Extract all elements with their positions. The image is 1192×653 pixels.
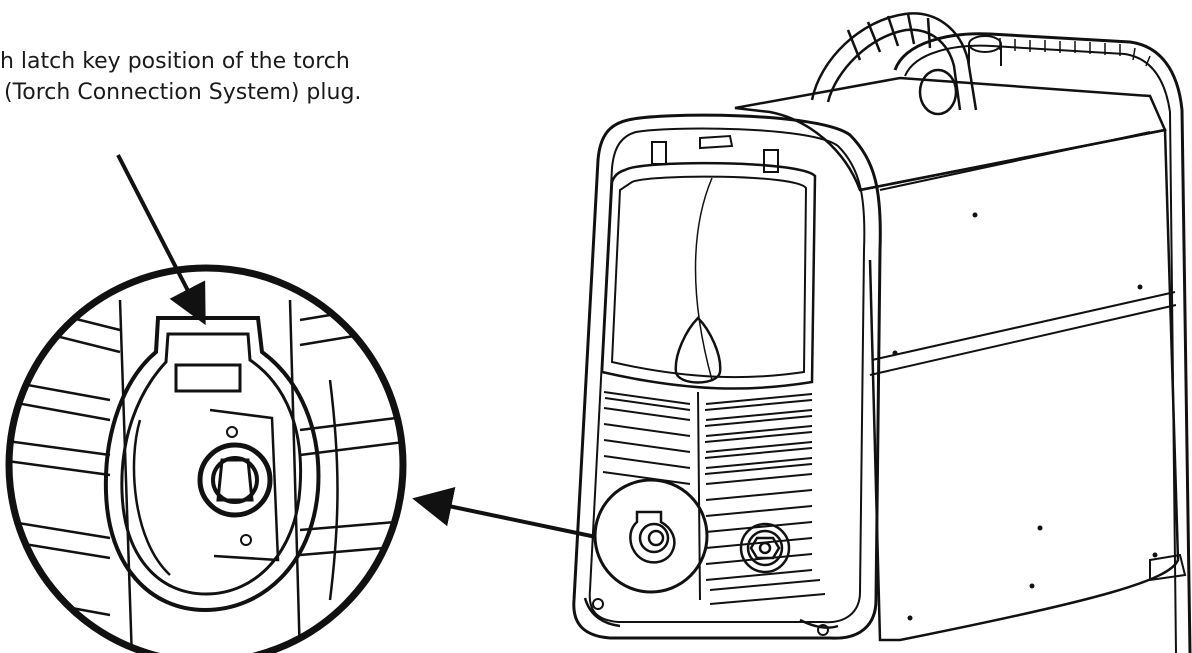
- front-vents: [602, 391, 826, 605]
- pointer-arrow-caption: [116, 154, 206, 326]
- torch-socket: [629, 510, 676, 564]
- handle-frame: [893, 32, 1192, 653]
- front-bezel: [572, 113, 882, 640]
- detail-marker-circle: [593, 478, 709, 594]
- control-knob: [674, 316, 722, 384]
- zoom-detail: [5, 264, 407, 653]
- top-grille: [999, 38, 1151, 67]
- display-window: [600, 161, 817, 390]
- machine: [572, 12, 1192, 653]
- pointer-arrow-detail: [412, 487, 597, 539]
- side-panel: [859, 128, 1180, 642]
- zoom-circle-border: [5, 264, 407, 653]
- secondary-socket: [739, 522, 791, 574]
- caption-line-2: (Torch Connection System) plug.: [4, 80, 362, 105]
- side-screws: [892, 212, 1158, 621]
- caption-line-1: h latch key position of the torch: [0, 49, 350, 74]
- carry-handle: [810, 12, 978, 116]
- top-cap: [968, 35, 1002, 53]
- hinges: [651, 134, 779, 173]
- tcs-plug-socket: [103, 316, 321, 613]
